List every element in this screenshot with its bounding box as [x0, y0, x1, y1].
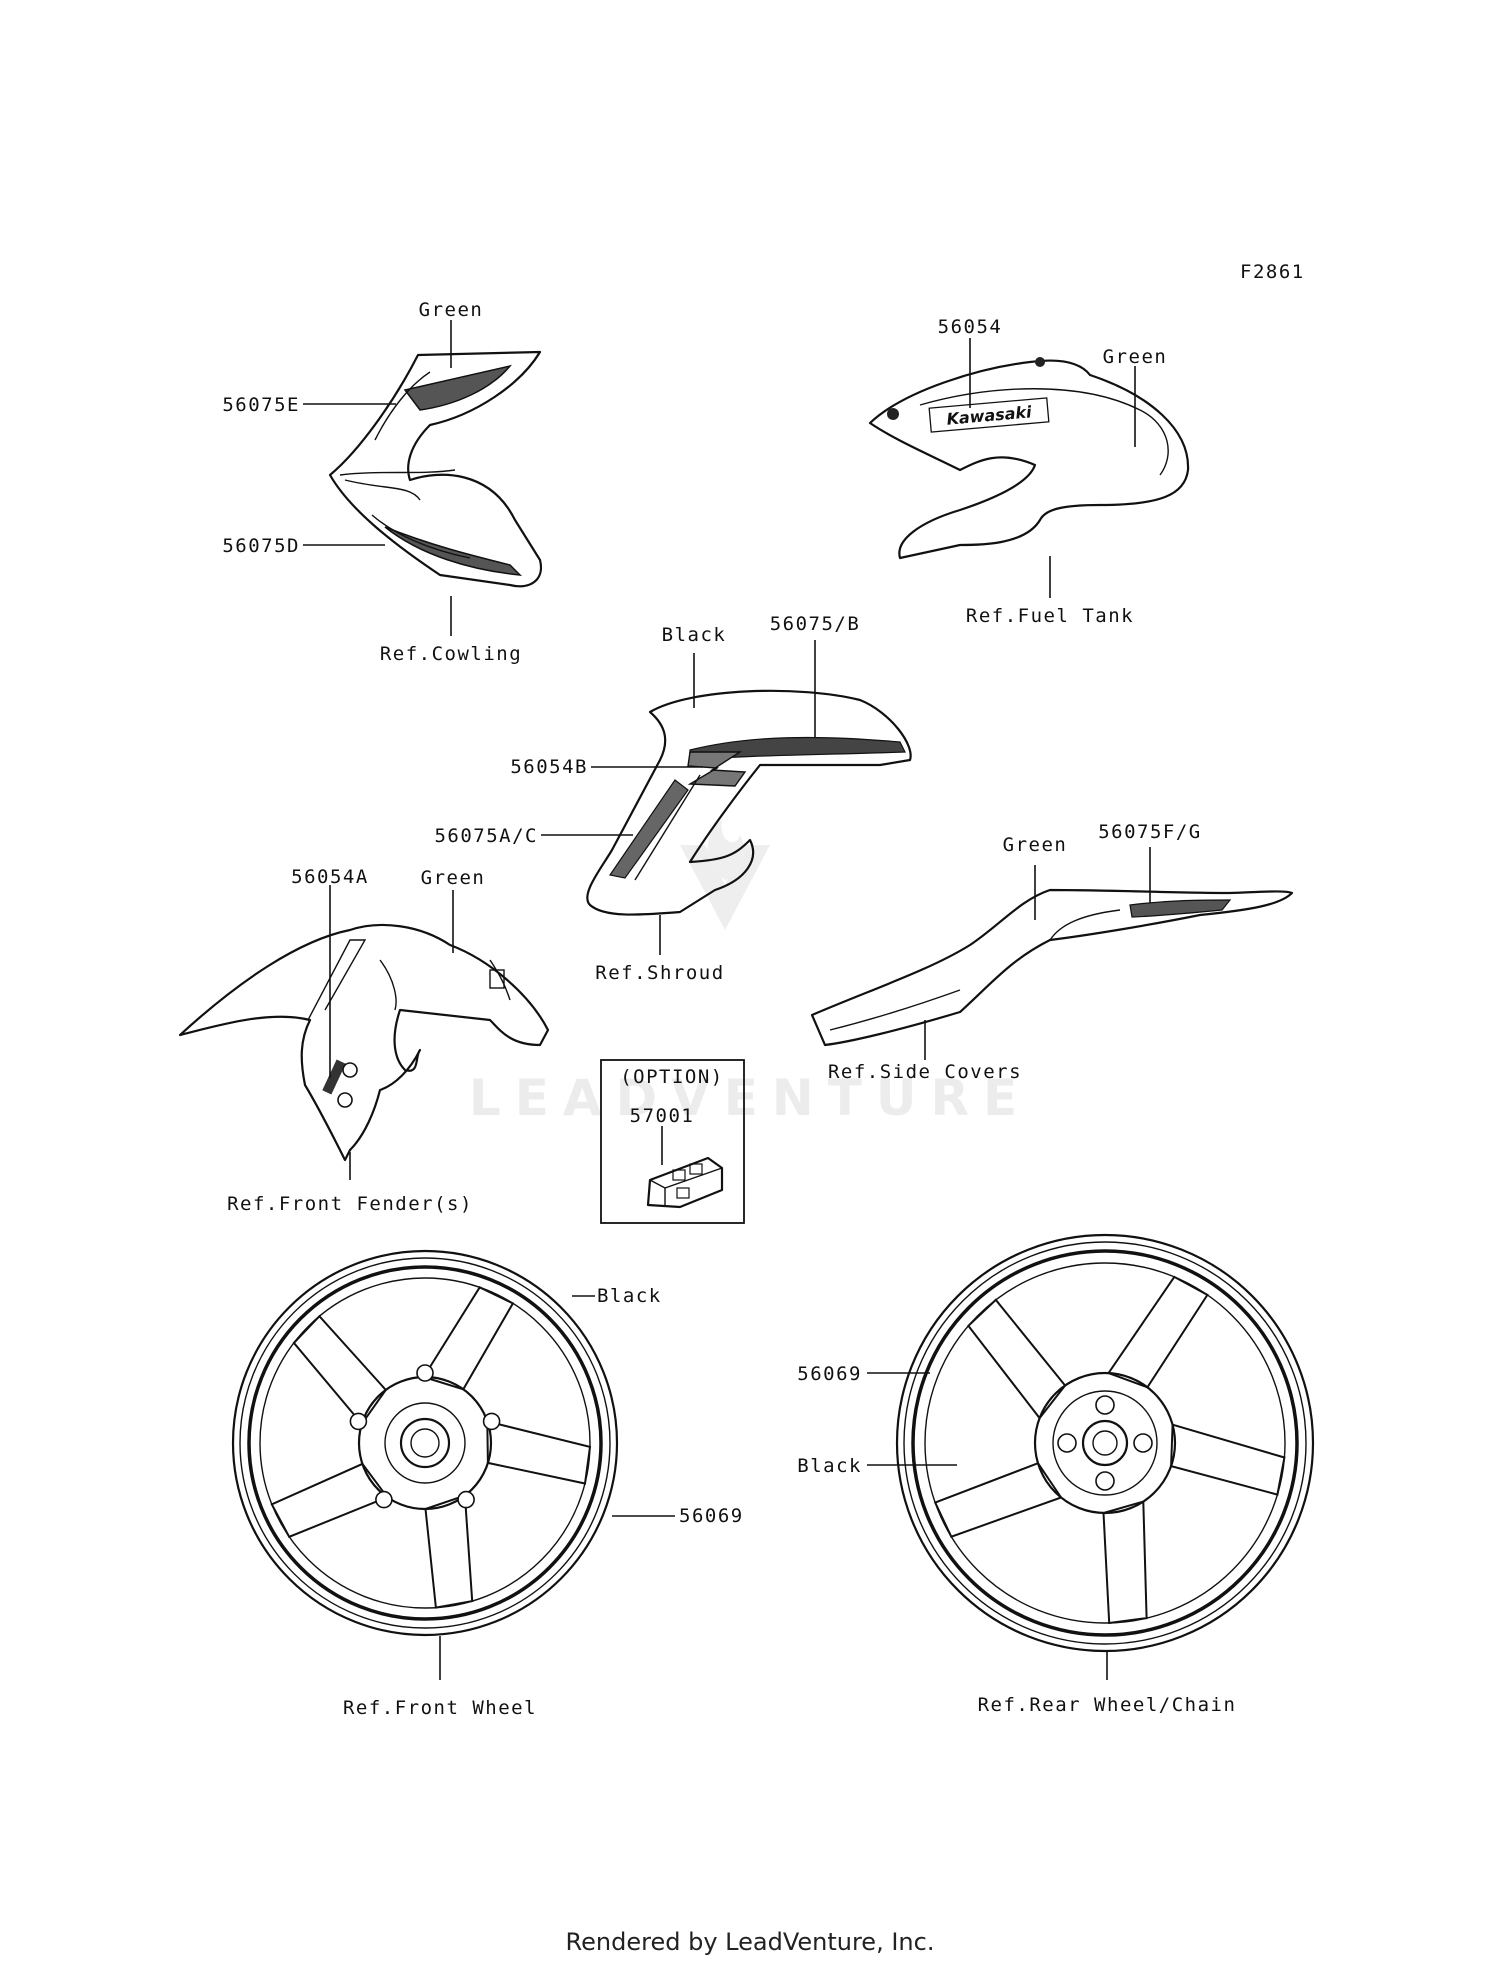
shroud-illustration	[586, 689, 912, 916]
front-fender-color-label: Green	[421, 867, 486, 889]
part-56075F-G-label[interactable]: 56075F/G	[1098, 821, 1202, 843]
rear-wheel-illustration	[895, 1233, 1315, 1653]
fuel-tank-illustration: Kawasaki	[868, 357, 1190, 560]
shroud-color-label: Black	[662, 624, 727, 646]
part-56075D-label[interactable]: 56075D	[222, 535, 300, 557]
front-fender-illustration	[178, 923, 550, 1162]
wheel-bolt	[416, 1364, 434, 1382]
part-56054B-label[interactable]: 56054B	[510, 756, 588, 778]
option-part-illustration	[646, 1156, 724, 1209]
option-title: (OPTION)	[620, 1066, 724, 1088]
wheel-spoke	[1102, 1500, 1148, 1625]
watermark-text: LEADVENTURE	[469, 1069, 1031, 1127]
ref-side-covers-label: Ref.Side Covers	[828, 1061, 1022, 1083]
cowling-illustration	[328, 350, 543, 588]
figure-code: F2861	[1240, 261, 1305, 283]
wheel-bolt	[1095, 1471, 1115, 1491]
part-56075A-C-label[interactable]: 56075A/C	[434, 825, 538, 847]
ref-rear-wheel-label: Ref.Rear Wheel/Chain	[978, 1694, 1237, 1716]
rear-wheel-hub-holes	[1057, 1395, 1153, 1491]
wheel-bolt	[457, 1490, 475, 1509]
option-box: (OPTION) 57001	[600, 1059, 745, 1224]
front-wheel-disc-bolts	[349, 1364, 501, 1509]
ref-shroud-label: Ref.Shroud	[595, 962, 724, 984]
ref-front-fender-label: Ref.Front Fender(s)	[227, 1193, 473, 1215]
wheel-spoke	[967, 1298, 1067, 1420]
rendered-by-footer: Rendered by LeadVenture, Inc.	[566, 1928, 935, 1956]
wheel-bolt	[349, 1412, 368, 1431]
wheel-bolt	[375, 1490, 393, 1509]
wheel-spoke	[422, 1286, 515, 1391]
front-wheel-part-56069-label[interactable]: 56069	[679, 1505, 744, 1527]
wheel-spoke	[1106, 1275, 1209, 1389]
wheel-spoke	[292, 1314, 388, 1426]
wheel-bolt	[482, 1412, 501, 1431]
wheel-spoke	[270, 1462, 389, 1539]
ref-cowling-label: Ref.Cowling	[380, 643, 522, 665]
part-56075-B-label[interactable]: 56075/B	[770, 613, 861, 635]
wheel-spoke	[1170, 1423, 1286, 1496]
rear-wheel-spokes	[933, 1275, 1286, 1625]
front-wheel-color-label: Black	[597, 1285, 662, 1307]
wheel-spoke	[424, 1494, 474, 1609]
wheel-bolt	[1095, 1395, 1115, 1415]
ref-fuel-tank-label: Ref.Fuel Tank	[966, 605, 1134, 627]
rear-wheel-part-56069-label[interactable]: 56069	[797, 1363, 862, 1385]
part-56075E-label[interactable]: 56075E	[222, 394, 300, 416]
cowling-color-label: Green	[419, 299, 484, 321]
front-wheel-illustration	[231, 1249, 619, 1637]
part-56054-label[interactable]: 56054	[938, 316, 1003, 338]
wheel-bolt	[1057, 1433, 1077, 1453]
side-covers-illustration	[810, 888, 1294, 1047]
part-56054A-label[interactable]: 56054A	[291, 866, 369, 888]
side-covers-color-label: Green	[1003, 834, 1068, 856]
front-wheel-spokes	[270, 1286, 592, 1609]
rear-wheel-color-label: Black	[797, 1455, 862, 1477]
wheel-spoke	[486, 1420, 592, 1485]
fuel-tank-color-label: Green	[1103, 346, 1168, 368]
wheel-spoke	[933, 1461, 1063, 1538]
ref-front-wheel-label: Ref.Front Wheel	[343, 1697, 537, 1719]
leadventure-watermark: LEADVENTURE	[469, 820, 1031, 1127]
wheel-bolt	[1133, 1433, 1153, 1453]
part-57001-label[interactable]: 57001	[630, 1105, 695, 1127]
